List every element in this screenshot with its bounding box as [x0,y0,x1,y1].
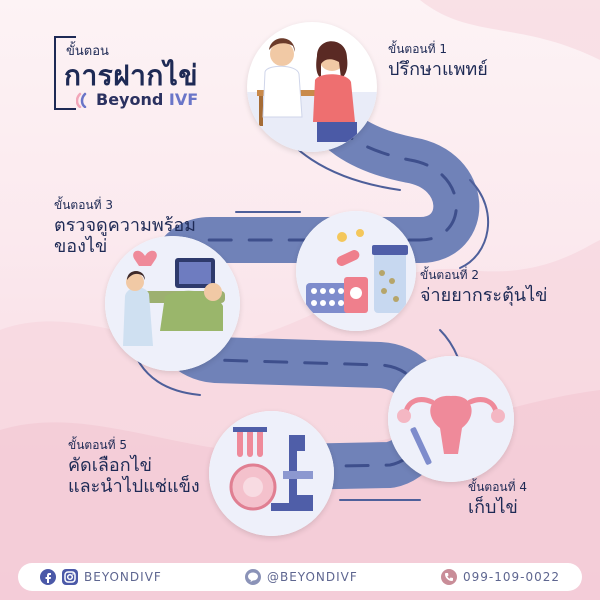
step-1-head: ขั้นตอนที่ 1 [388,42,447,56]
title-small: ขั้นตอน [66,44,109,59]
brand-name-part2: IVF [168,90,199,109]
microscope-icon [209,411,334,536]
step-1-text: ปรึกษาแพทย์ [388,59,488,80]
step-3-text-line2: ของไข่ [54,236,108,257]
step-4-text: เก็บไข่ [468,497,518,518]
step-5-illustration [209,411,334,536]
ultrasound-exam-icon [105,236,240,371]
step-1-illustration [247,22,377,152]
step-2-text: จ่ายยากระตุ้นไข่ [420,285,548,306]
uterus-icon [388,356,514,482]
title-frame [54,36,76,110]
page-title: การฝากไข่ [64,59,199,92]
line-handle[interactable]: @BEYONDIVF [266,570,358,584]
step-4-illustration [388,356,514,482]
step-2-label: ขั้นตอนที่ 2 จ่ายยากระตุ้นไข่ [420,266,547,306]
facebook-icon[interactable] [40,569,56,585]
step-3-illustration [105,236,240,371]
step-2-head: ขั้นตอนที่ 2 [420,268,479,282]
footer-phone: 099-109-0022 [440,569,560,585]
step-5-text-line1: คัดเลือกไข่ [68,455,152,476]
step-3-text-line1: ตรวจดูความพร้อม [54,215,197,236]
instagram-icon[interactable] [62,569,78,585]
step-4-label: ขั้นตอนที่ 4 เก็บไข่ [468,478,527,518]
medication-icon [296,211,416,331]
brand-name: Beyond IVF [96,90,198,109]
brand-logo: Beyond IVF [76,90,198,109]
step-4-head: ขั้นตอนที่ 4 [468,480,527,494]
line-icon[interactable] [244,569,261,585]
footer-social: BEYONDIVF [40,569,162,585]
step-5-label: ขั้นตอนที่ 5 คัดเลือกไข่ และนำไปแช่แข็ง [68,436,200,497]
step-2-illustration [296,211,416,331]
step-3-head: ขั้นตอนที่ 3 [54,198,113,212]
phone-number[interactable]: 099-109-0022 [462,570,560,584]
doctor-consultation-icon [247,38,377,152]
footer-contact-bar: BEYONDIVF @BEYONDIVF 099-109-0022 [18,563,582,591]
step-3-label: ขั้นตอนที่ 3 ตรวจดูความพร้อม ของไข่ [54,196,196,257]
footer-line: @BEYONDIVF [244,569,358,585]
phone-icon[interactable] [440,569,457,585]
brand-name-part1: Beyond [96,90,164,109]
step-5-head: ขั้นตอนที่ 5 [68,438,127,452]
brand-mark-icon [76,92,87,108]
step-1-label: ขั้นตอนที่ 1 ปรึกษาแพทย์ [388,40,488,80]
step-5-text-line2: และนำไปแช่แข็ง [68,476,200,497]
social-handle[interactable]: BEYONDIVF [84,570,162,584]
